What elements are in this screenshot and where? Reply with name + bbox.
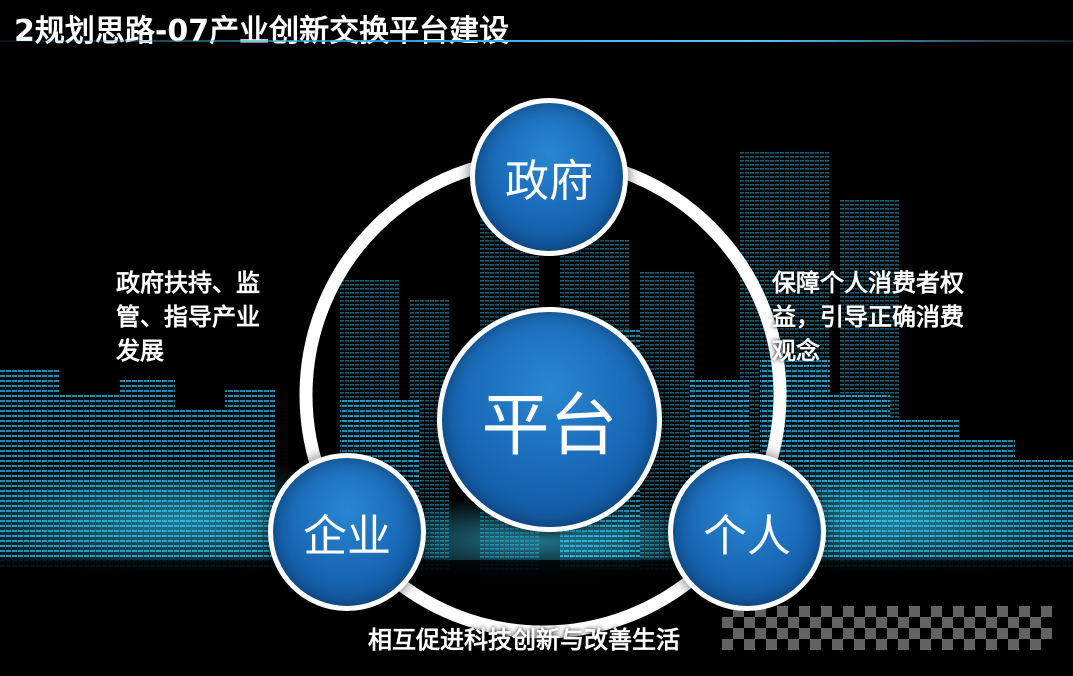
bottom-caption: 相互促进科技创新与改善生活 (368, 626, 680, 654)
individual-role-line: 益，引导正确消费 (772, 303, 964, 331)
page-title: 2规划思路-07产业创新交换平台建设 (14, 14, 510, 49)
individual-role-text: 保障个人消费者权 益，引导正确消费 观念 (772, 266, 1032, 368)
title-underline (0, 40, 1073, 42)
government-role-text: 政府扶持、监 管、指导产业 发展 (116, 266, 316, 368)
government-role-line: 管、指导产业 (116, 303, 260, 331)
government-role-line: 发展 (116, 337, 164, 365)
watermark-mosaic (722, 606, 1052, 650)
node-enterprise: 企业 (268, 453, 426, 611)
government-role-line: 政府扶持、监 (116, 269, 260, 297)
individual-role-line: 保障个人消费者权 (772, 269, 964, 297)
node-platform: 平台 (437, 307, 662, 532)
node-individual: 个人 (668, 453, 826, 611)
node-government: 政府 (470, 98, 628, 256)
individual-role-line: 观念 (772, 337, 820, 365)
